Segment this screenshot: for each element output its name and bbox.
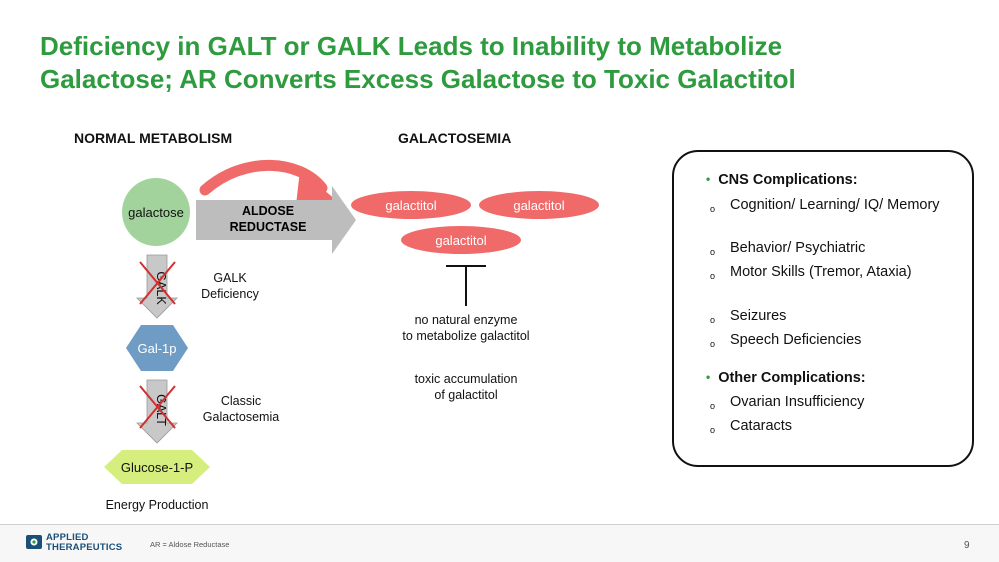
classic-galactosemia-line-1: Classic (220, 394, 262, 408)
galactose-label: galactose (128, 205, 184, 220)
title-line-2: Galactose; AR Converts Excess Galactose … (40, 64, 796, 94)
complications-box: • CNS Complications: o Cognition/ Learning… (672, 150, 974, 467)
complication-item: o Cataracts (710, 417, 950, 436)
complication-text: Cognition/ Learning/ IQ/ Memory (730, 197, 940, 213)
aldose-label-line-2: REDUCTASE (230, 220, 307, 234)
applied-therapeutics-logo-icon (26, 535, 42, 549)
energy-production-label: Energy Production (105, 498, 209, 512)
circle-bullet-icon: o (710, 401, 716, 411)
normal-metabolism-heading: NORMAL METABOLISM (74, 130, 233, 146)
complication-text: Speech Deficiencies (730, 332, 862, 348)
complication-item: o Seizures (710, 307, 950, 326)
aldose-label-line-1: ALDOSE (242, 204, 294, 218)
logo-line-2: THERAPEUTICS (46, 542, 123, 553)
galk-cross-b (139, 261, 176, 305)
glucose1p-node (104, 450, 210, 484)
toxic-line-2: of galactitol (434, 388, 498, 402)
complication-text: Seizures (730, 308, 787, 324)
page-number: 9 (964, 540, 970, 551)
complication-item: o Behavior/ Psychiatric (710, 239, 950, 258)
classic-galactosemia-label: Classic Galactosemia (186, 393, 296, 425)
galactitol-node-1 (351, 191, 471, 219)
logo-line-1: APPLIED (46, 532, 89, 543)
company-logo-text: APPLIED THERAPEUTICS (46, 533, 122, 553)
gal1p-node (126, 325, 188, 371)
complication-text: Ovarian Insufficiency (730, 394, 865, 410)
galt-cross-b (139, 385, 176, 429)
galactose-node (122, 178, 190, 246)
galk-deficiency-line-2: Deficiency (201, 287, 259, 301)
other-complications-heading: • Other Complications: (706, 370, 866, 386)
other-heading-text: Other Complications: (718, 370, 866, 386)
galactitol-label-2: galactitol (513, 198, 564, 213)
circle-bullet-icon: o (710, 204, 716, 214)
toxic-accumulation-note: toxic accumulation of galactitol (386, 371, 546, 403)
circle-bullet-icon: o (710, 247, 716, 257)
cns-heading-text: CNS Complications: (718, 172, 858, 188)
galactitol-label-3: galactitol (435, 233, 486, 248)
circle-bullet-icon: o (710, 339, 716, 349)
complication-item: o Ovarian Insufficiency (710, 393, 950, 412)
no-enzyme-note: no natural enzyme to metabolize galactit… (386, 312, 546, 344)
footnote: AR = Aldose Reductase (150, 540, 230, 549)
title-line-1: Deficiency in GALT or GALK Leads to Inab… (40, 31, 783, 61)
footer-bar (0, 525, 999, 562)
circle-bullet-icon: o (710, 315, 716, 325)
toxic-line-1: toxic accumulation (414, 372, 518, 386)
no-enzyme-line-2: to metabolize galactitol (402, 329, 530, 343)
complication-text: Cataracts (730, 418, 793, 434)
bullet-icon: • (706, 172, 711, 186)
complication-item: o Motor Skills (Tremor, Ataxia) (710, 263, 950, 282)
galactitol-node-2 (479, 191, 599, 219)
complication-text: Motor Skills (Tremor, Ataxia) (730, 264, 912, 280)
classic-galactosemia-line-2: Galactosemia (202, 410, 280, 424)
galk-deficiency-label: GALK Deficiency (190, 270, 270, 302)
galactitol-label-1: galactitol (385, 198, 436, 213)
footer-divider (0, 524, 999, 525)
galk-deficiency-line-1: GALK (213, 271, 247, 285)
glucose1p-label: Glucose-1-P (121, 460, 193, 475)
no-enzyme-line-1: no natural enzyme (414, 313, 518, 327)
complication-text: Behavior/ Psychiatric (730, 240, 866, 256)
galactitol-node-3 (401, 226, 521, 254)
cns-complications-heading: • CNS Complications: (706, 172, 858, 188)
metabolism-diagram: ALDOSE REDUCTASE galactose GALK Gal-1p G… (104, 159, 599, 484)
slide-title: Deficiency in GALT or GALK Leads to Inab… (40, 30, 940, 96)
curved-arrow-head (296, 170, 336, 205)
complication-item: o Speech Deficiencies (710, 331, 950, 350)
aldose-reductase-arrow (196, 186, 356, 254)
circle-bullet-icon: o (710, 271, 716, 281)
gal1p-label: Gal-1p (137, 341, 176, 356)
complication-item: o Cognition/ Learning/ IQ/ Memory (710, 196, 950, 215)
curved-arrow-line (199, 159, 328, 196)
circle-bullet-icon: o (710, 425, 716, 435)
bullet-icon: • (706, 370, 711, 384)
galactosemia-heading: GALACTOSEMIA (398, 130, 512, 146)
